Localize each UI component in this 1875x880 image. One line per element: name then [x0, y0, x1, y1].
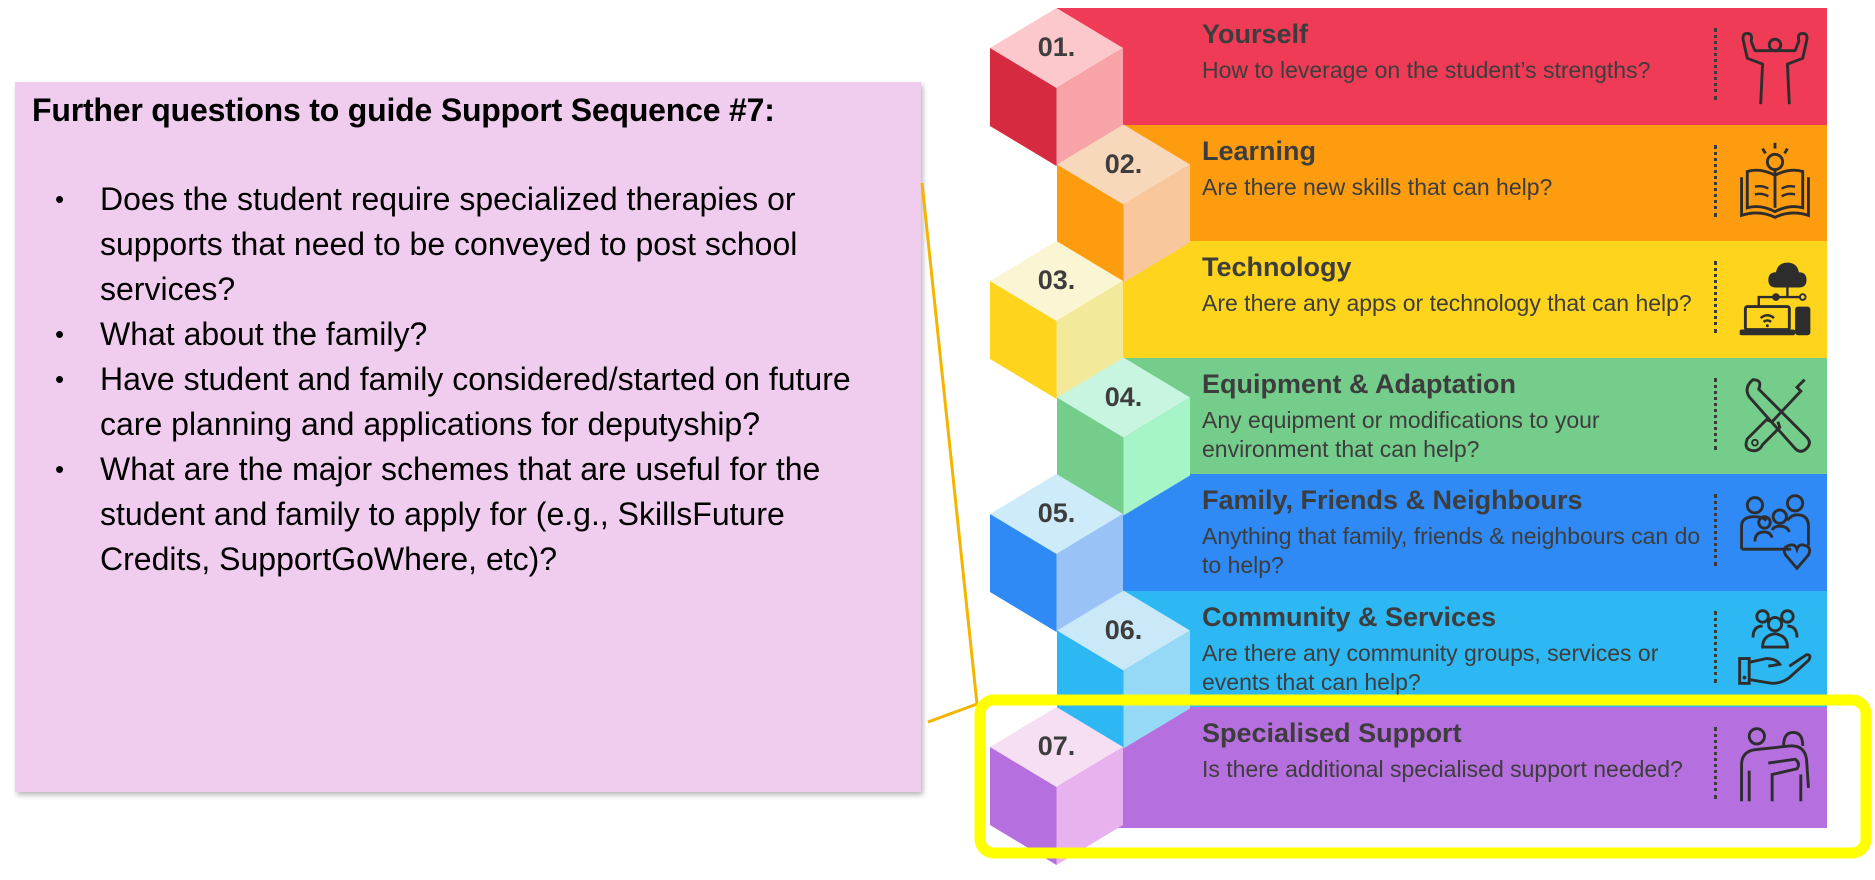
question-text: What about the family? — [100, 316, 428, 352]
step-cube-04 — [1057, 357, 1190, 516]
cube-right-face — [1056, 747, 1123, 865]
tools-icon — [1732, 372, 1818, 458]
callout-connector-line — [920, 182, 979, 705]
step-band-07: Specialised Support Is there additional s… — [1057, 707, 1827, 828]
step-description: Anything that family, friends & neighbou… — [1202, 523, 1701, 578]
question-item: • What are the major schemes that are us… — [15, 447, 895, 582]
cube-left-face — [990, 281, 1057, 399]
cube-right-face — [1123, 397, 1190, 516]
step-number: 05. — [1037, 498, 1076, 528]
cube-right-face — [1056, 281, 1123, 399]
dotted-divider — [1714, 144, 1717, 217]
step-number: 03. — [1037, 265, 1076, 295]
step-title: Family, Friends & Neighbours — [1202, 485, 1583, 515]
dotted-divider — [1714, 377, 1717, 450]
bullet-icon: • — [55, 364, 65, 394]
supporting-person-icon — [1732, 721, 1818, 807]
step-number: 07. — [1037, 731, 1076, 761]
step-number: 04. — [1104, 381, 1143, 412]
step-text: Specialised Support Is there additional s… — [1202, 707, 1707, 784]
dotted-divider — [1714, 727, 1717, 799]
step-description: Is there additional specialised support … — [1202, 756, 1683, 782]
question-text: What are the major schemes that are usef… — [100, 451, 821, 577]
community-hand-icon — [1732, 605, 1818, 691]
step-number: 06. — [1104, 614, 1143, 645]
step-title: Community & Services — [1202, 601, 1497, 632]
cube-right-face — [1056, 514, 1123, 632]
step-title: Equipment & Adaptation — [1202, 368, 1516, 399]
bullet-icon: • — [55, 319, 65, 349]
cube-left-face — [1057, 630, 1124, 749]
book-lightbulb-icon — [1732, 139, 1818, 225]
strong-person-icon — [1732, 22, 1818, 108]
callout-title: Further questions to guide Support Seque… — [32, 92, 775, 128]
step-cube-07 — [990, 707, 1123, 865]
question-text: Have student and family considered/start… — [100, 361, 851, 442]
dotted-divider — [1714, 610, 1717, 683]
step-title: Yourself — [1202, 19, 1309, 49]
cloud-devices-icon — [1732, 255, 1818, 341]
question-item: • What about the family? — [15, 312, 895, 357]
cube-left-face — [1057, 164, 1124, 283]
step-number: 01. — [1037, 32, 1076, 62]
cube-right-face — [1123, 630, 1190, 749]
step-cube-03 — [990, 241, 1123, 399]
step-cube-06 — [1057, 590, 1190, 749]
questions-list: • Does the student require specialized t… — [15, 177, 895, 582]
questions-callout-box: Further questions to guide Support Seque… — [15, 82, 921, 792]
dotted-divider — [1714, 261, 1717, 333]
step-description: Any equipment or modifications to your e… — [1202, 406, 1600, 462]
step-title: Specialised Support — [1202, 718, 1462, 748]
step-cube-05 — [990, 474, 1123, 632]
cube-right-face — [1056, 48, 1123, 166]
question-item: • Does the student require specialized t… — [15, 177, 895, 312]
step-description: How to leverage on the student’s strengt… — [1202, 57, 1651, 83]
cube-right-face — [1123, 164, 1190, 283]
callout-connector-line — [927, 702, 978, 724]
question-text: Does the student require specialized the… — [100, 181, 798, 307]
cube-left-face — [990, 514, 1057, 632]
bullet-icon: • — [55, 454, 65, 484]
step-description: Are there any apps or technology that ca… — [1202, 290, 1692, 316]
bullet-icon: • — [55, 184, 65, 214]
step-cube-02 — [1057, 124, 1190, 283]
step-number: 02. — [1104, 148, 1143, 179]
question-item: • Have student and family considered/sta… — [15, 357, 895, 447]
step-description: Are there new skills that can help? — [1202, 173, 1553, 200]
step-description: Are there any community groups, services… — [1202, 639, 1659, 695]
family-heart-icon — [1732, 488, 1818, 574]
highlight-frame-step-07 — [974, 694, 1872, 859]
cube-left-face — [1057, 397, 1124, 516]
cube-left-face — [990, 747, 1057, 865]
step-title: Learning — [1202, 135, 1317, 166]
step-title: Technology — [1202, 252, 1352, 282]
dotted-divider — [1714, 494, 1717, 566]
step-cube-01 — [990, 8, 1123, 166]
cube-left-face — [990, 48, 1057, 166]
dotted-divider — [1714, 28, 1717, 100]
